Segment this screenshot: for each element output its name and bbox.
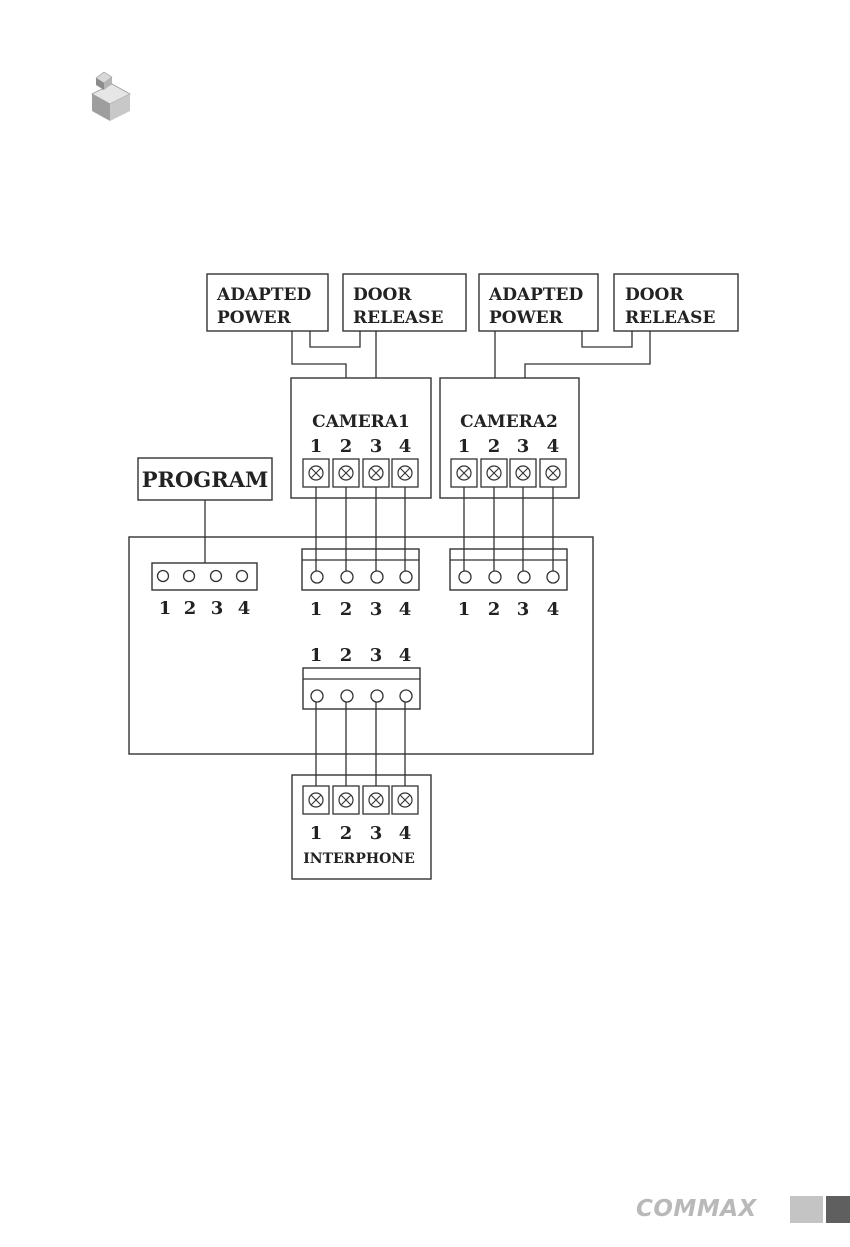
door-release-box-1: DOOR RELEASE (343, 274, 466, 331)
adapted-power-box-2: ADAPTED POWER (479, 274, 598, 331)
screw-terminal-icon (481, 459, 507, 487)
svg-text:3: 3 (370, 645, 383, 666)
svg-text:2: 2 (340, 645, 353, 666)
svg-text:2: 2 (488, 436, 501, 457)
svg-text:4: 4 (547, 436, 560, 457)
svg-text:POWER: POWER (489, 308, 564, 328)
svg-text:1: 1 (310, 599, 323, 620)
svg-text:4: 4 (399, 436, 412, 457)
svg-text:DOOR: DOOR (625, 285, 684, 305)
brand-text: COMMAX (636, 1196, 757, 1222)
svg-text:1: 1 (310, 823, 323, 844)
screw-terminal-icon (392, 459, 418, 487)
svg-text:3: 3 (370, 436, 383, 457)
screw-terminal-icon (451, 459, 477, 487)
stacked-cubes-icon (92, 72, 130, 121)
screw-terminal-icon (392, 786, 418, 814)
svg-text:3: 3 (370, 823, 383, 844)
svg-text:1: 1 (458, 599, 471, 620)
svg-text:4: 4 (547, 599, 560, 620)
svg-text:2: 2 (340, 599, 353, 620)
svg-text:CAMERA1: CAMERA1 (312, 412, 410, 432)
svg-text:3: 3 (370, 599, 383, 620)
program-box: PROGRAM (138, 458, 272, 500)
svg-text:ADAPTED: ADAPTED (488, 285, 584, 305)
door-release-box-2: DOOR RELEASE (614, 274, 738, 331)
svg-text:4: 4 (399, 645, 412, 666)
svg-text:1: 1 (310, 645, 323, 666)
svg-text:1: 1 (159, 598, 172, 619)
screw-terminal-icon (363, 786, 389, 814)
svg-text:RELEASE: RELEASE (625, 308, 715, 328)
svg-text:ADAPTED: ADAPTED (216, 285, 312, 305)
screw-terminal-icon (510, 459, 536, 487)
svg-text:4: 4 (238, 598, 251, 619)
commax-logo: COMMAX (636, 1196, 776, 1226)
svg-text:1: 1 (458, 436, 471, 457)
svg-text:4: 4 (399, 823, 412, 844)
screw-terminal-icon (303, 459, 329, 487)
screw-terminal-icon (303, 786, 329, 814)
svg-text:POWER: POWER (217, 308, 292, 328)
adapted-power-box-1: ADAPTED POWER (207, 274, 328, 331)
svg-text:3: 3 (211, 598, 224, 619)
svg-text:1: 1 (310, 436, 323, 457)
screw-terminal-icon (363, 459, 389, 487)
svg-text:RELEASE: RELEASE (353, 308, 443, 328)
svg-text:CAMERA2: CAMERA2 (460, 412, 558, 432)
screw-terminal-icon (333, 786, 359, 814)
screw-terminal-icon (333, 459, 359, 487)
page-corner-tab-light (790, 1196, 823, 1223)
svg-text:2: 2 (488, 599, 501, 620)
svg-text:4: 4 (399, 599, 412, 620)
svg-text:3: 3 (517, 599, 530, 620)
svg-text:3: 3 (517, 436, 530, 457)
svg-text:2: 2 (340, 823, 353, 844)
svg-text:DOOR: DOOR (353, 285, 412, 305)
svg-text:2: 2 (340, 436, 353, 457)
svg-text:INTERPHONE: INTERPHONE (303, 851, 415, 867)
svg-text:PROGRAM: PROGRAM (142, 467, 268, 492)
page-corner-tab-dark (826, 1196, 850, 1223)
svg-text:2: 2 (184, 598, 197, 619)
screw-terminal-icon (540, 459, 566, 487)
